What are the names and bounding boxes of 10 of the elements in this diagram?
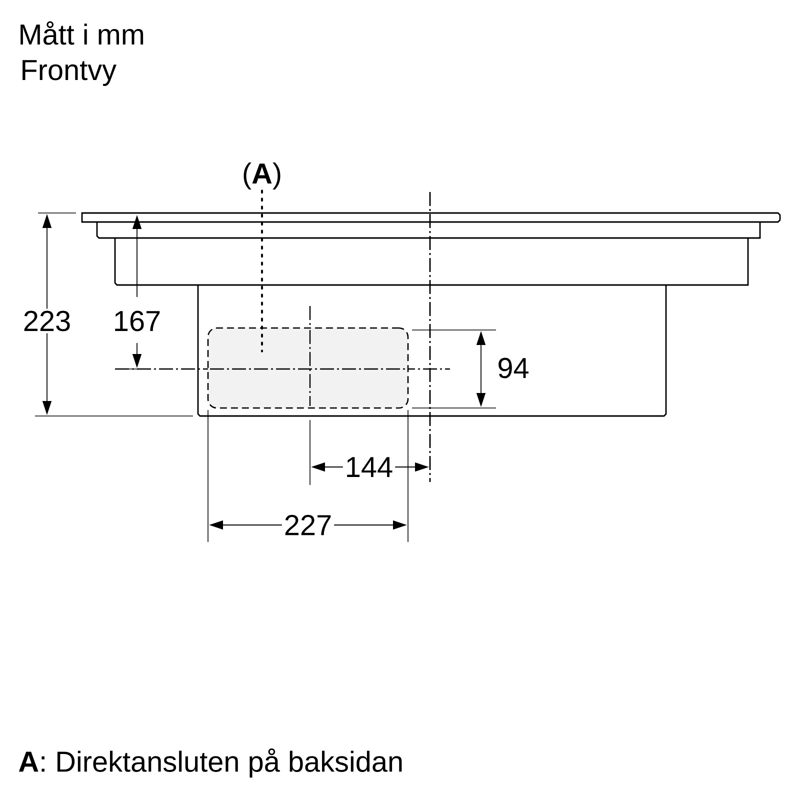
dimension-value: 94 (498, 358, 528, 378)
view-label: Frontvy (22, 60, 116, 86)
leader-line (261, 190, 263, 352)
dimension-value: 223 (20, 308, 74, 334)
dimension-value: 144 (342, 455, 396, 479)
dimension-value: 227 (282, 512, 334, 538)
title: Mått i mm (20, 21, 144, 45)
dimension-value: 167 (115, 310, 160, 332)
caption: A: Direktansluten på baksidan (18, 748, 402, 778)
callout-label: (A) (244, 162, 280, 190)
